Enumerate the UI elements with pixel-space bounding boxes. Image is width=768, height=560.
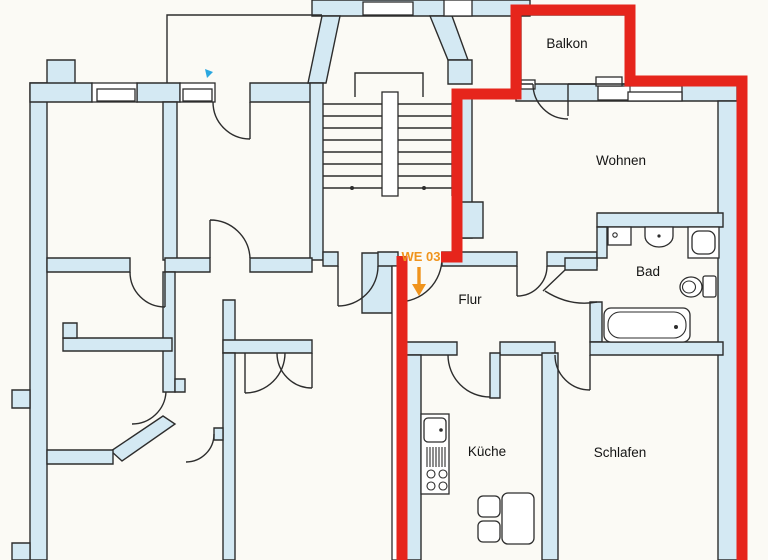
kitchen-fixtures bbox=[420, 413, 535, 545]
marker-arrow-head bbox=[412, 284, 426, 296]
drainboard bbox=[426, 447, 446, 467]
kitchen-table bbox=[501, 492, 535, 545]
unit-marker-label: WE 03 bbox=[401, 249, 440, 264]
doors bbox=[129, 83, 598, 463]
neighbor-entrance-door bbox=[337, 265, 379, 307]
boiler bbox=[607, 226, 632, 246]
label-wohnen: Wohnen bbox=[596, 153, 646, 168]
stair-landing-strip bbox=[381, 91, 399, 197]
bathroom-fixtures bbox=[603, 226, 720, 343]
kitchen-sink bbox=[423, 417, 447, 443]
label-flur: Flur bbox=[458, 292, 482, 307]
wohnen-radiator bbox=[627, 91, 683, 102]
unit-marker: WE 03 bbox=[401, 249, 441, 296]
staircase bbox=[323, 72, 453, 197]
label-balkon: Balkon bbox=[546, 36, 587, 51]
stove-burners bbox=[426, 469, 448, 491]
red-unit-outline bbox=[396, 4, 748, 560]
label-kueche: Küche bbox=[468, 444, 506, 459]
cursor-mark bbox=[205, 69, 213, 78]
bathtub bbox=[603, 307, 691, 343]
bedroom-door bbox=[554, 354, 591, 391]
label-bad: Bad bbox=[636, 264, 660, 279]
red-outline-main-segment bbox=[441, 4, 748, 560]
room-labels: Balkon Wohnen Bad Flur Küche Schlafen bbox=[458, 36, 660, 460]
label-schlafen: Schlafen bbox=[594, 445, 647, 460]
toilet-bowl bbox=[679, 276, 703, 298]
chair bbox=[477, 520, 501, 543]
bath-door bbox=[542, 269, 598, 304]
kitchen-door bbox=[447, 354, 491, 398]
toilet-tank bbox=[702, 275, 717, 298]
chair bbox=[477, 495, 501, 518]
balcony-door bbox=[532, 83, 569, 120]
